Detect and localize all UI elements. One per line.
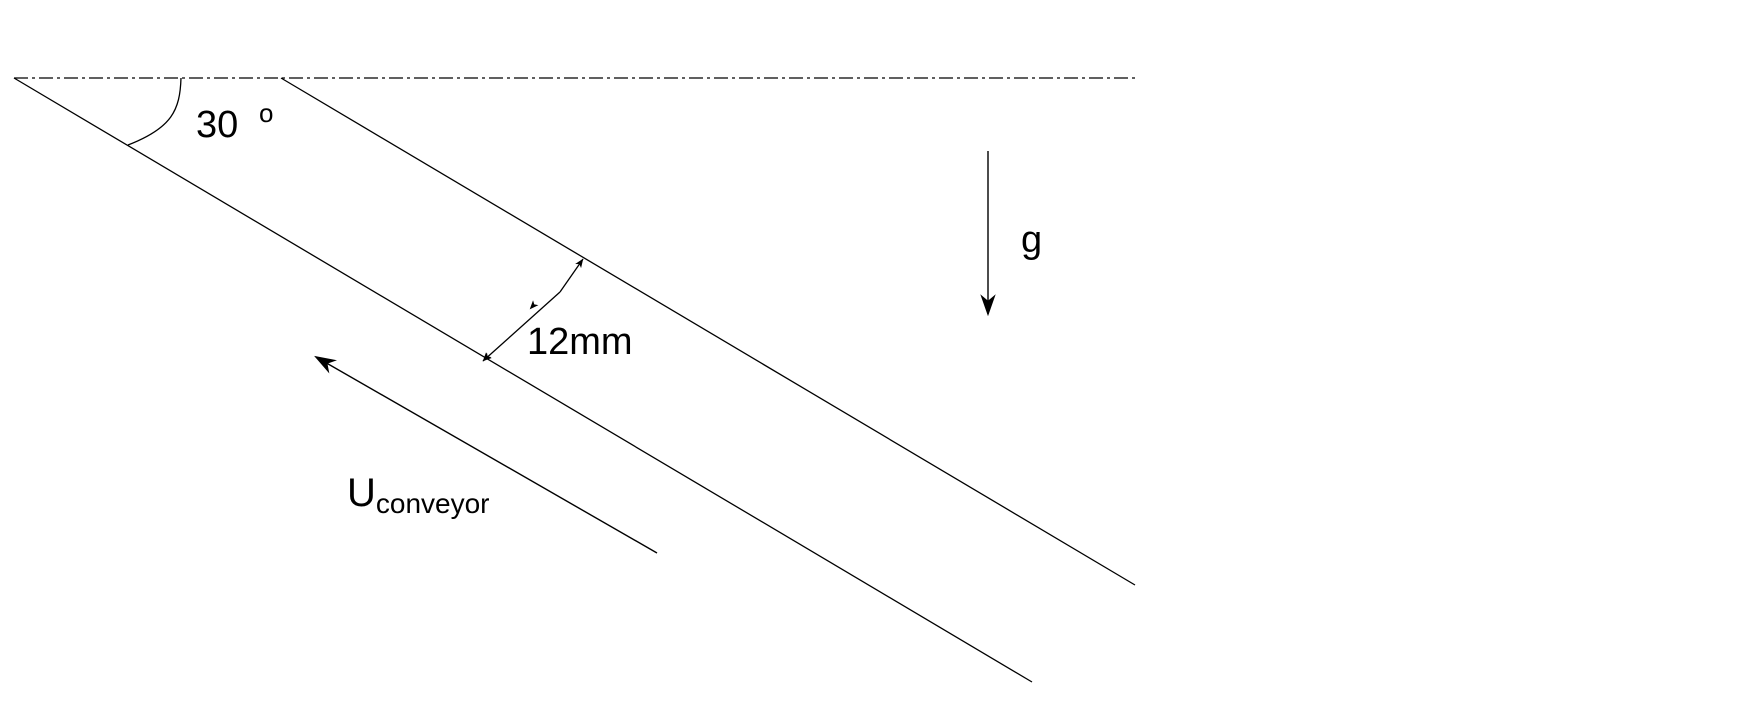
velocity-subscript: conveyor [376, 488, 490, 519]
thickness-label: 12mm [527, 321, 633, 363]
layer-upper-surface [280, 77, 1136, 586]
conveyor-belt-surface [13, 77, 1033, 683]
velocity-symbol: U [347, 471, 376, 515]
angle-label: 30 [196, 104, 238, 146]
thickness-dimension-arrow-bottom [482, 291, 561, 362]
angle-unit-label: o [259, 98, 273, 128]
conveyor-velocity-arrow [314, 355, 658, 554]
thickness-dimension-arrow [482, 300, 539, 362]
conveyor-velocity-label: Uconveyor [347, 471, 490, 519]
thickness-dimension-arrow-top [559, 258, 584, 293]
gravity-label: g [1021, 219, 1042, 261]
angle-arc [127, 77, 182, 146]
